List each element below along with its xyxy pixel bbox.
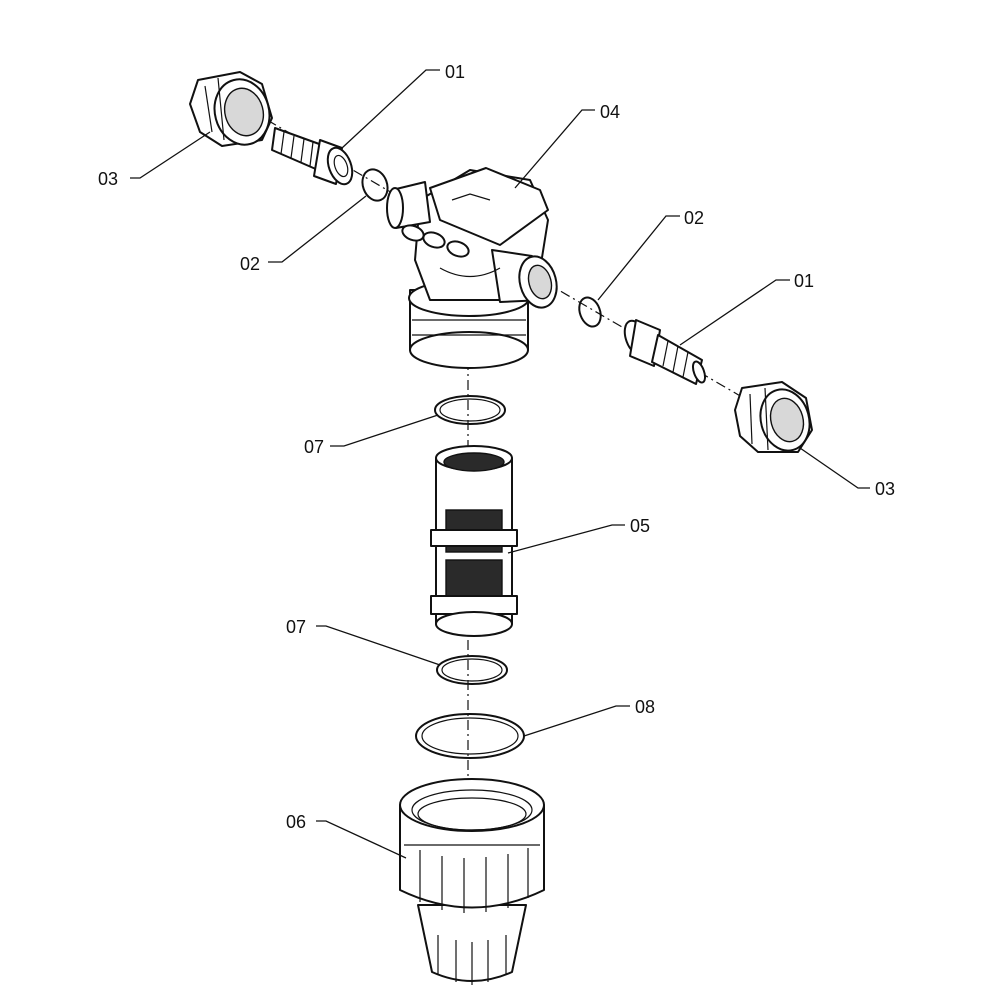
part-03-left-cap-nut (189, 71, 273, 147)
callout-08: 08 (635, 697, 655, 717)
part-02-left-o-ring (361, 168, 389, 202)
leader-lines (130, 69, 870, 859)
callout-03-left: 03 (98, 169, 118, 189)
callout-01-right: 01 (794, 271, 814, 291)
callout-02-left: 02 (240, 254, 260, 274)
part-01-right-hose-barb (623, 319, 707, 385)
part-08-large-o-ring (415, 713, 525, 759)
callout-07-bottom: 07 (286, 617, 306, 637)
callout-02-right: 02 (684, 208, 704, 228)
callout-04: 04 (600, 102, 620, 122)
callout-07-top: 07 (304, 437, 324, 457)
part-06-filter-bowl (399, 778, 545, 985)
callout-01-top: 01 (445, 62, 465, 82)
part-01-left-hose-barb (271, 127, 354, 186)
part-07-bottom-o-ring (436, 655, 508, 685)
part-03-right-cap-nut (734, 381, 813, 453)
callout-labels: 01 04 03 02 02 01 07 03 05 07 08 06 (98, 62, 895, 832)
callout-06: 06 (286, 812, 306, 832)
part-04-filter-head (386, 167, 558, 369)
callout-03-right: 03 (875, 479, 895, 499)
callout-05: 05 (630, 516, 650, 536)
part-02-right-o-ring (578, 296, 602, 328)
part-07-top-o-ring (434, 395, 506, 425)
part-05-filter-cartridge (430, 445, 518, 637)
